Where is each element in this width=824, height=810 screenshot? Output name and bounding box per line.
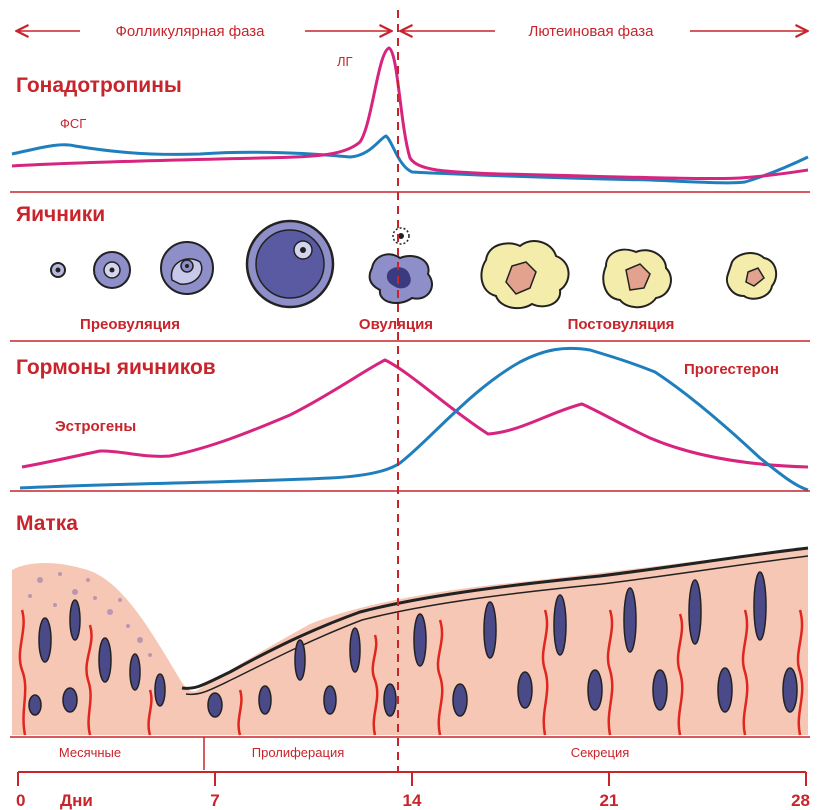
ovarian-hormones-heading: Гормоны яичников (16, 356, 216, 379)
preovulation-label: Преовуляция (80, 316, 180, 333)
follicular-phase-label: Фолликулярная фаза (115, 23, 265, 40)
oocyte-released (393, 228, 409, 244)
follicle-secondary (161, 242, 213, 294)
day-tick-label-0: 0 (16, 791, 25, 810)
follicle-graafian (247, 221, 333, 307)
follicle-primordial (51, 263, 65, 277)
lh-curve (12, 48, 808, 179)
postovulation-label: Постовуляция (568, 316, 675, 333)
estrogens-label: Эстрогены (55, 418, 136, 435)
luteal-phase-label: Лютеиновая фаза (529, 23, 655, 40)
lh-label: ЛГ (337, 54, 353, 69)
proliferation-label: Пролиферация (252, 745, 345, 760)
progesterone-label: Прогестерон (684, 361, 779, 378)
phase-header: Фолликулярная фаза Лютеиновая фаза (18, 23, 806, 40)
corpus-luteum-large (481, 241, 568, 308)
ovulation-label: Овуляция (359, 316, 433, 333)
secretion-label: Секреция (571, 745, 630, 760)
follicle-stages (51, 221, 776, 308)
day-tick-label-28: 28 (791, 791, 810, 810)
day-tick-label-14: 14 (403, 791, 422, 810)
days-label: Дни (60, 791, 93, 810)
day-tick-label-7: 7 (210, 791, 219, 810)
day-tick-label-21: 21 (600, 791, 619, 810)
day-axis: 0 7 14 21 28 Дни (16, 772, 810, 810)
endometrium (12, 548, 808, 735)
ruptured-follicle (370, 254, 432, 303)
ovaries-heading: Яичники (16, 203, 105, 226)
follicle-primary (94, 252, 130, 288)
fsh-label: ФСГ (60, 116, 86, 131)
uterus-heading: Матка (16, 512, 78, 535)
menses-label: Месячные (59, 745, 121, 760)
corpus-albicans (727, 253, 776, 299)
corpus-luteum-medium (603, 250, 671, 308)
gonadotropins-heading: Гонадотропины (16, 74, 182, 97)
